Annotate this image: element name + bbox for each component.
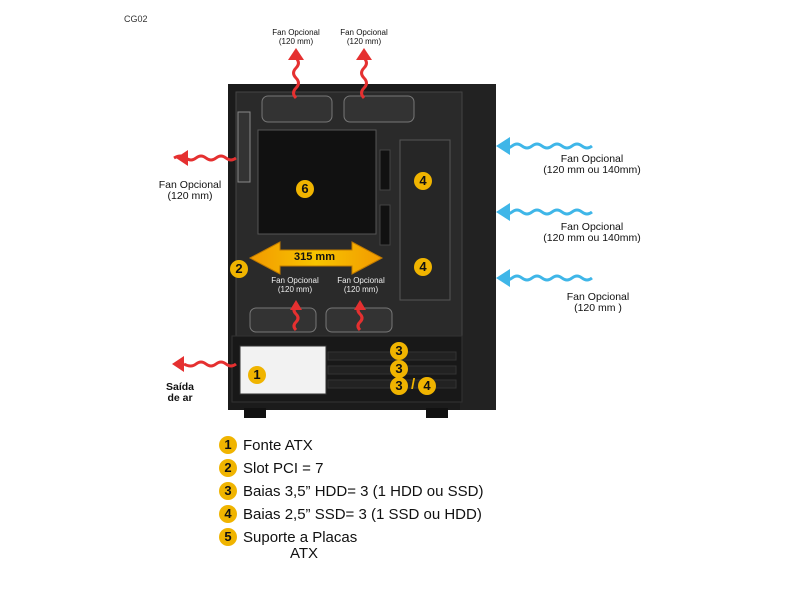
legend-text: Fonte ATX: [243, 436, 313, 454]
callout-psu: 1: [248, 366, 266, 384]
hot-arrow-exhaust: [183, 360, 237, 368]
legend-item-5: 5 Suporte a Placas: [219, 528, 357, 546]
legend-badge: 4: [219, 505, 237, 523]
callout-hdd-2: 3: [390, 360, 408, 378]
legend-badge: 3: [219, 482, 237, 500]
shroud-fan-left: [249, 307, 317, 333]
hot-arrow-top-right: [360, 56, 368, 100]
legend-text: Suporte a Placas: [243, 528, 358, 546]
dimension-arrow: [248, 241, 384, 275]
rear-fan: [237, 111, 251, 183]
model-code: CG02: [124, 14, 148, 24]
legend-badge: 1: [219, 436, 237, 454]
hot-arrow-top-left: [292, 56, 300, 100]
top-fan-right: [343, 95, 415, 123]
fan-label-shroud-left: Fan Opcional(120 mm): [271, 276, 319, 294]
legend-item-4: 4 Baias 2,5” SSD= 3 (1 SSD ou HDD): [219, 505, 482, 523]
drive-cage: [399, 139, 451, 301]
fan-label-front-mid: Fan Opcional(120 mm ou 140mm): [543, 221, 641, 244]
fan-label-rear: Fan Opcional(120 mm): [158, 179, 222, 202]
top-fan-left: [261, 95, 333, 123]
cold-arrow-front-bottom: [501, 274, 593, 282]
callout-ssd-3: 4: [418, 377, 436, 395]
fan-label-top-right: Fan Opcional(120 mm): [340, 28, 388, 46]
fan-label-top-left: Fan Opcional(120 mm): [272, 28, 320, 46]
legend-badge: 2: [219, 459, 237, 477]
legend-item-1: 1 Fonte ATX: [219, 436, 313, 454]
motherboard-tray: [257, 129, 377, 235]
legend-badge: 5: [219, 528, 237, 546]
fan-label-shroud-right: Fan Opcional(120 mm): [337, 276, 385, 294]
fan-label-front-bottom: Fan Opcional(120 mm ): [566, 291, 630, 314]
callout-pci: 2: [230, 260, 248, 278]
cold-arrow-front-mid: [501, 208, 593, 216]
case-foot-left: [244, 408, 266, 418]
cold-arrow-front-top: [501, 142, 593, 150]
dimension-label: 315 mm: [294, 251, 335, 263]
front-panel: [460, 84, 496, 410]
legend-text: Baias 3,5” HDD= 3 (1 HDD ou SSD): [243, 482, 484, 500]
fan-label-front-top: Fan Opcional(120 mm ou 140mm): [543, 153, 641, 176]
legend-text: Slot PCI = 7: [243, 459, 324, 477]
case-foot-right: [426, 408, 448, 418]
callout-slash: /: [411, 376, 416, 393]
callout-hdd-1: 3: [390, 342, 408, 360]
legend-item-2: 2 Slot PCI = 7: [219, 459, 323, 477]
callout-ssd-1: 4: [414, 172, 432, 190]
legend-item-3: 3 Baias 3,5” HDD= 3 (1 HDD ou SSD): [219, 482, 484, 500]
legend-text: Baias 2,5” SSD= 3 (1 SSD ou HDD): [243, 505, 482, 523]
legend-item-5-sub: ATX: [290, 545, 319, 562]
callout-hdd-3: 3: [390, 377, 408, 395]
callout-motherboard: 6: [296, 180, 314, 198]
callout-ssd-2: 4: [414, 258, 432, 276]
